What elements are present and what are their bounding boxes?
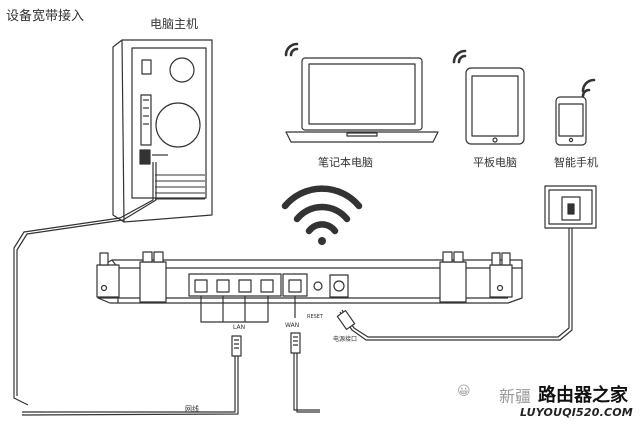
router-lan-ports (188, 273, 282, 297)
power-cable (336, 228, 573, 341)
wan-label: WAN (285, 322, 300, 329)
wechat-logo-icon: 😀 (457, 384, 471, 399)
laptop-wifi-icon (284, 42, 299, 57)
tablet-wifi-icon (452, 49, 467, 64)
tablet-label: 平板电脑 (473, 156, 517, 169)
wan-rj45-connector (290, 332, 320, 413)
router-reset-button (313, 281, 323, 291)
pc-tower (112, 39, 213, 223)
tablet-device (465, 67, 525, 145)
network-cable-label: 网线 (185, 405, 199, 413)
router-antenna-mount-left (96, 251, 167, 303)
pc-label: 电脑主机 (150, 17, 199, 31)
diagram-title: 设备宽带接入 (6, 9, 85, 24)
phone-device (555, 96, 587, 146)
watermark-url: LUYOUQI520.COM (520, 406, 633, 419)
power-port-label: 电源接口 (333, 336, 358, 343)
router-wan-port (282, 273, 308, 297)
lan-bracket (200, 296, 269, 323)
laptop-device (285, 57, 439, 143)
power-outlet (544, 185, 597, 229)
pc-to-router-cable (13, 162, 157, 406)
watermark-brand: 路由器之家 (538, 385, 628, 406)
phone-label: 智能手机 (554, 156, 598, 169)
laptop-label: 笔记本电脑 (318, 156, 373, 169)
router-power-jack (329, 274, 349, 298)
watermark-prefix: 新疆 (499, 387, 532, 406)
phone-wifi-icon (581, 78, 596, 98)
reset-label: RESET (307, 314, 324, 320)
wifi-signal-icon (281, 185, 363, 235)
wifi-dot (318, 237, 326, 245)
lan-rj45-connector (21, 335, 242, 416)
router-antenna-mount-right (439, 251, 513, 303)
lan-label: LAN (233, 324, 246, 331)
